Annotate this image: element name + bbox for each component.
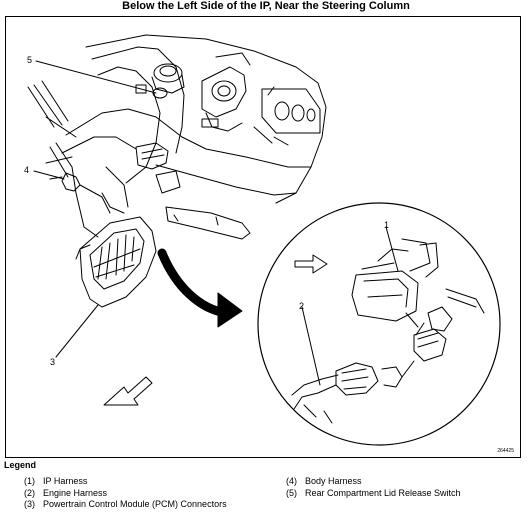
- legend-number: (4): [286, 476, 297, 486]
- legend-heading: Legend: [4, 460, 37, 470]
- callout-4: 4: [24, 165, 30, 175]
- legend-text: Powertrain Control Module (PCM) Connecto…: [43, 499, 227, 509]
- legend-item: (3) Powertrain Control Module (PCM) Conn…: [24, 499, 254, 511]
- detail-circle: [257, 202, 501, 446]
- figure-id: 264425: [497, 448, 514, 454]
- wiring-illustration: [27, 34, 501, 446]
- legend-number: (5): [286, 487, 297, 498]
- legend-item: (4) Body Harness: [286, 476, 526, 488]
- legend-number: (3): [24, 499, 35, 509]
- curved-arrow: [157, 248, 243, 328]
- legend-item: (5) Rear Compartment Lid Release Switch: [286, 488, 526, 500]
- page-title: Below the Left Side of the IP, Near the …: [122, 0, 410, 12]
- leader-2: [301, 306, 321, 386]
- callout-3: 3: [50, 357, 56, 367]
- callout-1: 1: [384, 220, 390, 230]
- instrument-panel: [45, 34, 327, 240]
- vent-louvers: [27, 80, 77, 138]
- direction-arrow: [103, 376, 153, 406]
- leader-5: [35, 60, 157, 94]
- legend-number: (1): [24, 476, 35, 486]
- callout-5: 5: [27, 55, 33, 65]
- legend-right-column: (4) Body Harness (5) Rear Compartment Li…: [286, 476, 526, 499]
- leader-4: [33, 170, 65, 180]
- legend-text: Body Harness: [305, 476, 362, 486]
- legend-text: Rear Compartment Lid Release Switch: [305, 487, 461, 498]
- pcm-module: [75, 216, 157, 308]
- legend-item: (2) Engine Harness: [24, 488, 254, 500]
- legend-left-column: (1) IP Harness (2) Engine Harness (3) Po…: [24, 476, 254, 511]
- diagram-frame: 5 4 3 1 2: [5, 16, 521, 458]
- legend-number: (2): [24, 487, 35, 498]
- leader-3: [55, 304, 99, 358]
- body-harness: [49, 172, 111, 214]
- legend-item: (1) IP Harness: [24, 476, 254, 488]
- legend-text: IP Harness: [43, 476, 88, 486]
- callout-leaders: [33, 60, 399, 386]
- legend-text: Engine Harness: [43, 487, 108, 498]
- callout-2: 2: [299, 301, 305, 311]
